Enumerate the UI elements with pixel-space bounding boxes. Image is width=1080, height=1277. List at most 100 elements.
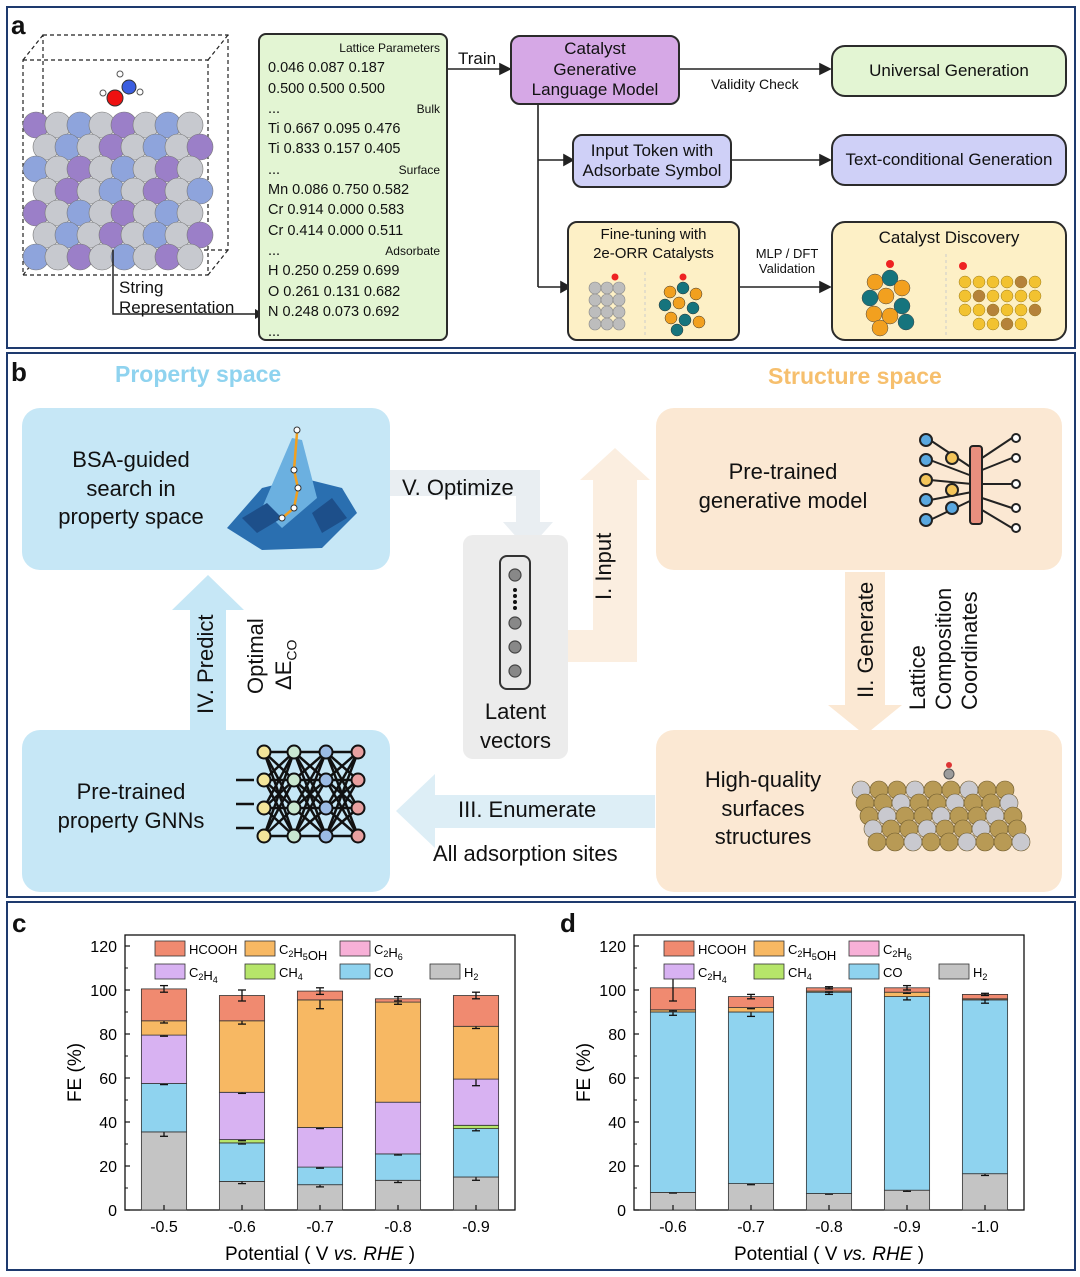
all-sites-label: All adsorption sites: [433, 841, 618, 866]
composition-label: Composition: [931, 587, 956, 710]
slab-atom: [885, 832, 905, 852]
chart-d: 020406080100120-0.6-0.7-0.8-0.9-1.0Poten…: [574, 934, 1025, 1265]
legend-label: CH4: [279, 965, 303, 982]
bar-segment-c2h4: [296, 1127, 344, 1168]
bar-segment-hcooh: [452, 995, 500, 1027]
slab-atom: [903, 832, 923, 852]
y-axis-label: FE (%): [574, 1043, 595, 1102]
legend-swatch: [244, 940, 276, 957]
bar-segment-co: [727, 1011, 775, 1185]
code-section-heading: Surface: [398, 162, 440, 177]
x-tick-label: -0.6: [659, 1219, 687, 1236]
train-label: Train: [458, 49, 497, 68]
atom: [176, 199, 204, 227]
bar-segment-c2h4: [452, 1078, 500, 1126]
string-representation-box: [258, 33, 448, 341]
universal-generation-box: Universal Generation: [831, 45, 1067, 97]
code-line: ...Surface: [268, 160, 440, 180]
optimal-label: Optimal: [243, 618, 268, 694]
code-line: Cr 0.414 0.000 0.511: [268, 221, 440, 241]
gnn-node: [350, 800, 366, 816]
bar-segment-c2h4: [140, 1034, 188, 1084]
code-line: ...Adsorbate: [268, 241, 440, 261]
gnn-node: [286, 800, 302, 816]
legend-label: C2H4: [189, 965, 218, 985]
y-tick-label: 80: [608, 1027, 626, 1044]
legend-swatch: [339, 963, 371, 980]
legend-swatch: [663, 963, 695, 980]
code-line: N 0.248 0.073 0.692: [268, 302, 440, 322]
legend-swatch: [753, 940, 785, 957]
code-line-text: Ti 0.667 0.095 0.476: [268, 121, 401, 138]
bar-segment-co: [961, 999, 1009, 1175]
y-tick-label: 120: [599, 939, 626, 956]
pretrained-generative-box: [656, 408, 1062, 570]
legend-swatch: [154, 940, 186, 957]
y-tick-label: 0: [108, 1203, 117, 1220]
code-line: Ti 0.667 0.095 0.476: [268, 119, 440, 139]
panel-b-letter: b: [11, 357, 27, 387]
crystal-structure-image: [22, 34, 229, 276]
bar-segment-co: [140, 1083, 188, 1133]
legend-label: C2H5OH: [279, 942, 327, 963]
text-conditional-box: Text-conditional Generation: [831, 134, 1067, 186]
string-rep-label: String Representation: [119, 278, 235, 318]
bar-segment-co: [452, 1128, 500, 1178]
delta-e-label: ΔECO: [270, 640, 301, 690]
bar-segment-c2h4: [218, 1091, 266, 1141]
atom: [186, 133, 214, 161]
lattice-label: Lattice: [905, 645, 930, 710]
x-tick-label: -1.0: [971, 1219, 999, 1236]
language-model-box: Catalyst Generative Language Model: [510, 35, 680, 105]
code-line-text: 0.046 0.087 0.187: [268, 60, 385, 77]
input-label: I. Input: [591, 532, 616, 600]
gnn-node: [256, 772, 272, 788]
coordinates-label: Coordinates: [957, 591, 982, 710]
slab-atom: [939, 832, 959, 852]
y-tick-label: 20: [99, 1159, 117, 1176]
bar-segment-co: [218, 1142, 266, 1182]
bar-segment-c2h5oh: [296, 999, 344, 1128]
bar-segment-co: [649, 1011, 697, 1193]
gnn-node: [286, 828, 302, 844]
legend-swatch: [848, 940, 880, 957]
code-line: Ti 0.833 0.157 0.405: [268, 139, 440, 159]
bar-segment-co: [296, 1166, 344, 1186]
legend-label: C2H4: [698, 965, 727, 985]
y-tick-label: 60: [99, 1071, 117, 1088]
panel-cd: [6, 901, 1076, 1271]
surface-slab-image: [851, 762, 1031, 852]
adsorbate-atom: [946, 762, 952, 768]
x-tick-label: -0.8: [815, 1219, 843, 1236]
enumerate-label: III. Enumerate: [458, 797, 597, 822]
legend-swatch: [339, 940, 371, 957]
code-line: Mn 0.086 0.750 0.582: [268, 180, 440, 200]
structure-space-title: Structure space: [768, 363, 942, 389]
x-axis-label: Potential ( V vs. RHE ): [225, 1244, 415, 1265]
atom: [186, 221, 214, 249]
finetune-label: Fine-tuning with 2e-ORR Catalysts: [593, 226, 714, 262]
flow-arrows-a: [448, 62, 832, 294]
delta-e-sub: CO: [283, 639, 300, 661]
code-line-text: 0.500 0.500 0.500: [268, 80, 385, 97]
gnn-node: [318, 744, 334, 760]
slab-atom: [1011, 832, 1031, 852]
bar-segment-c2h4: [374, 1101, 422, 1155]
finetune-structures-image: [588, 272, 706, 337]
catalyst-discovery-image: [861, 254, 1042, 337]
bar-segment-c2h5oh: [218, 1020, 266, 1093]
bar-segment-co: [883, 996, 931, 1191]
legend-label: H2: [973, 965, 987, 982]
x-tick-label: -0.8: [384, 1219, 412, 1236]
y-tick-label: 0: [617, 1203, 626, 1220]
code-line-text: O 0.261 0.131 0.682: [268, 283, 401, 300]
legend-swatch: [938, 963, 970, 980]
bar-segment-h2: [961, 1173, 1009, 1211]
neural-chip-icon: [919, 433, 1021, 533]
legend-swatch: [753, 963, 785, 980]
property-space-title: Property space: [115, 361, 282, 387]
atom: [176, 243, 204, 271]
adsorbate-atom: [943, 768, 955, 780]
chart-c: 020406080100120-0.5-0.6-0.7-0.8-0.9Poten…: [65, 934, 516, 1265]
panel-a: [6, 6, 1076, 349]
